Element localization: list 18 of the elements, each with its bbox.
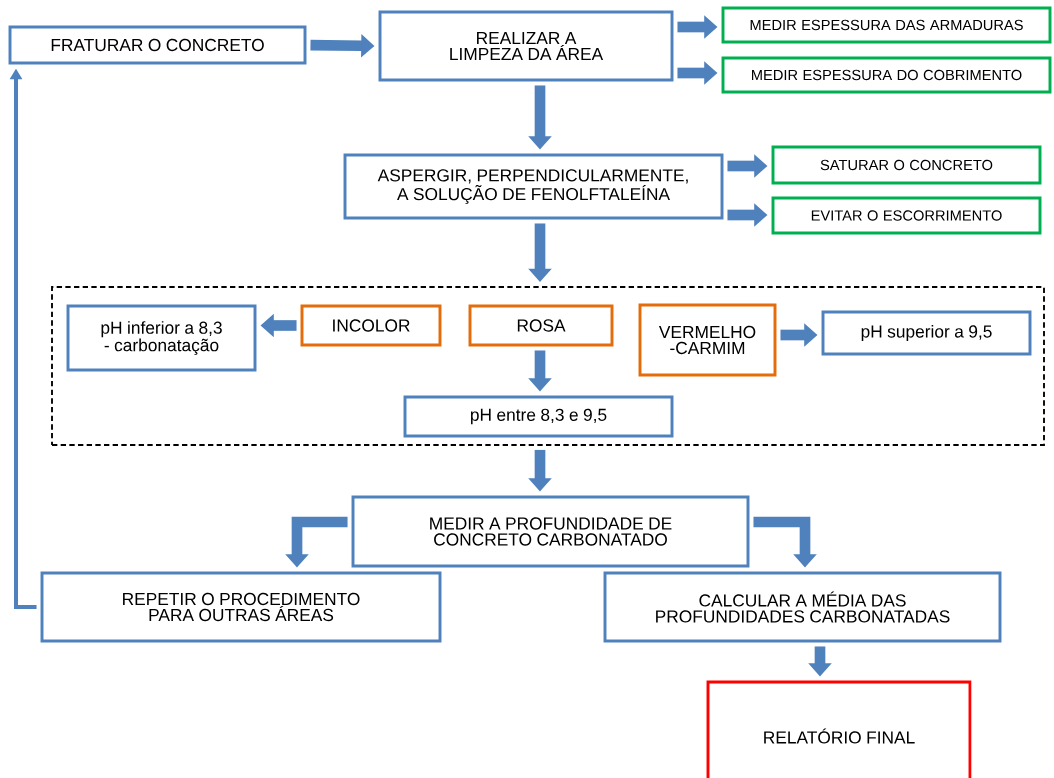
result-box: pH entre 8,3 e 9,5 bbox=[403, 395, 674, 438]
process-box: FRATURAR O CONCRETO bbox=[8, 25, 307, 65]
colour-box: VERMELHO -CARMIM bbox=[638, 303, 777, 377]
process-box: MEDIR A PROFUNDIDADE DE CONCRETO CARBONATADO bbox=[351, 495, 750, 568]
task-box: MEDIR ESPESSURA DAS ARMADURAS bbox=[721, 6, 1052, 44]
result-box: pH superior a 9,5 bbox=[821, 310, 1032, 356]
final-box: RELATÓRIO FINAL bbox=[706, 680, 972, 778]
colour-box: ROSA bbox=[468, 304, 614, 347]
task-box: SATURAR O CONCRETO bbox=[771, 145, 1042, 185]
process-box: REALIZAR A LIMPEZA DA ÁREA bbox=[378, 10, 674, 82]
dashed-group-box bbox=[51, 286, 1045, 446]
result-box: pH inferior a 8,3 - carbonatação bbox=[66, 304, 257, 372]
process-box: CALCULAR A MÉDIA DAS PROFUNDIDADES CARBONATADAS bbox=[603, 571, 1002, 643]
task-box: MEDIR ESPESSURA DO COBRIMENTO bbox=[721, 56, 1052, 94]
colour-box: INCOLOR bbox=[300, 304, 442, 347]
process-box: ASPERGIR, PERPENDICULARMENTE, A SOLUÇÃO DE FENOLFTALEÍNA bbox=[343, 153, 724, 220]
task-box: EVITAR O ESCORRIMENTO bbox=[771, 196, 1042, 235]
process-box: REPETIR O PROCEDIMENTO PARA OUTRAS ÁREAS bbox=[40, 571, 442, 643]
